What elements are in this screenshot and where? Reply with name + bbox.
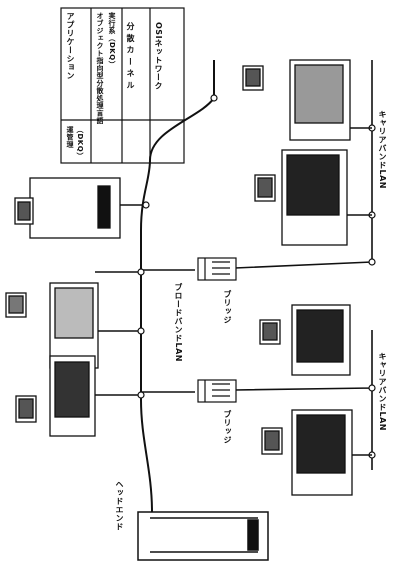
bridge-upper-label: ブリッジ xyxy=(223,290,231,324)
workstation-bb-2 xyxy=(16,356,95,436)
workstation-cu-2 xyxy=(255,150,347,245)
workstation-large xyxy=(15,178,120,238)
workstation-cl-2 xyxy=(262,410,352,495)
stack-side-label-2: （DKQ） xyxy=(76,126,83,160)
workstation-cu-1 xyxy=(243,60,350,140)
carrier-lan-lower-label: キャリアバンドLAN xyxy=(378,352,386,431)
workstation-cl-1 xyxy=(260,305,350,375)
stack-layer-runtime: 実行系（DKQ） xyxy=(108,12,115,68)
bridge-lower-label: ブリッジ xyxy=(223,410,231,444)
head-end-label: ヘッドエンド xyxy=(115,480,123,531)
workstation-bb-1 xyxy=(6,283,98,368)
broadband-lan-label: ブロードバンドLAN xyxy=(174,283,182,362)
stack-side-label-1: 運管理 xyxy=(66,126,73,149)
stack-layer-application: アプリケーション xyxy=(66,12,74,80)
head-end-unit xyxy=(138,512,268,560)
bridge-upper xyxy=(198,258,236,280)
stack-layer-distributed-kernel: 分 散 カ ー ネ ル xyxy=(126,22,134,89)
stack-layer-oo-language: オブジェクト指向型分散処理言語 xyxy=(96,12,103,125)
bridge-lower xyxy=(198,380,236,402)
stack-layer-osi-network: OSIネットワーク xyxy=(154,22,162,90)
carrier-lan-upper-label: キャリアバンドLAN xyxy=(378,110,386,189)
